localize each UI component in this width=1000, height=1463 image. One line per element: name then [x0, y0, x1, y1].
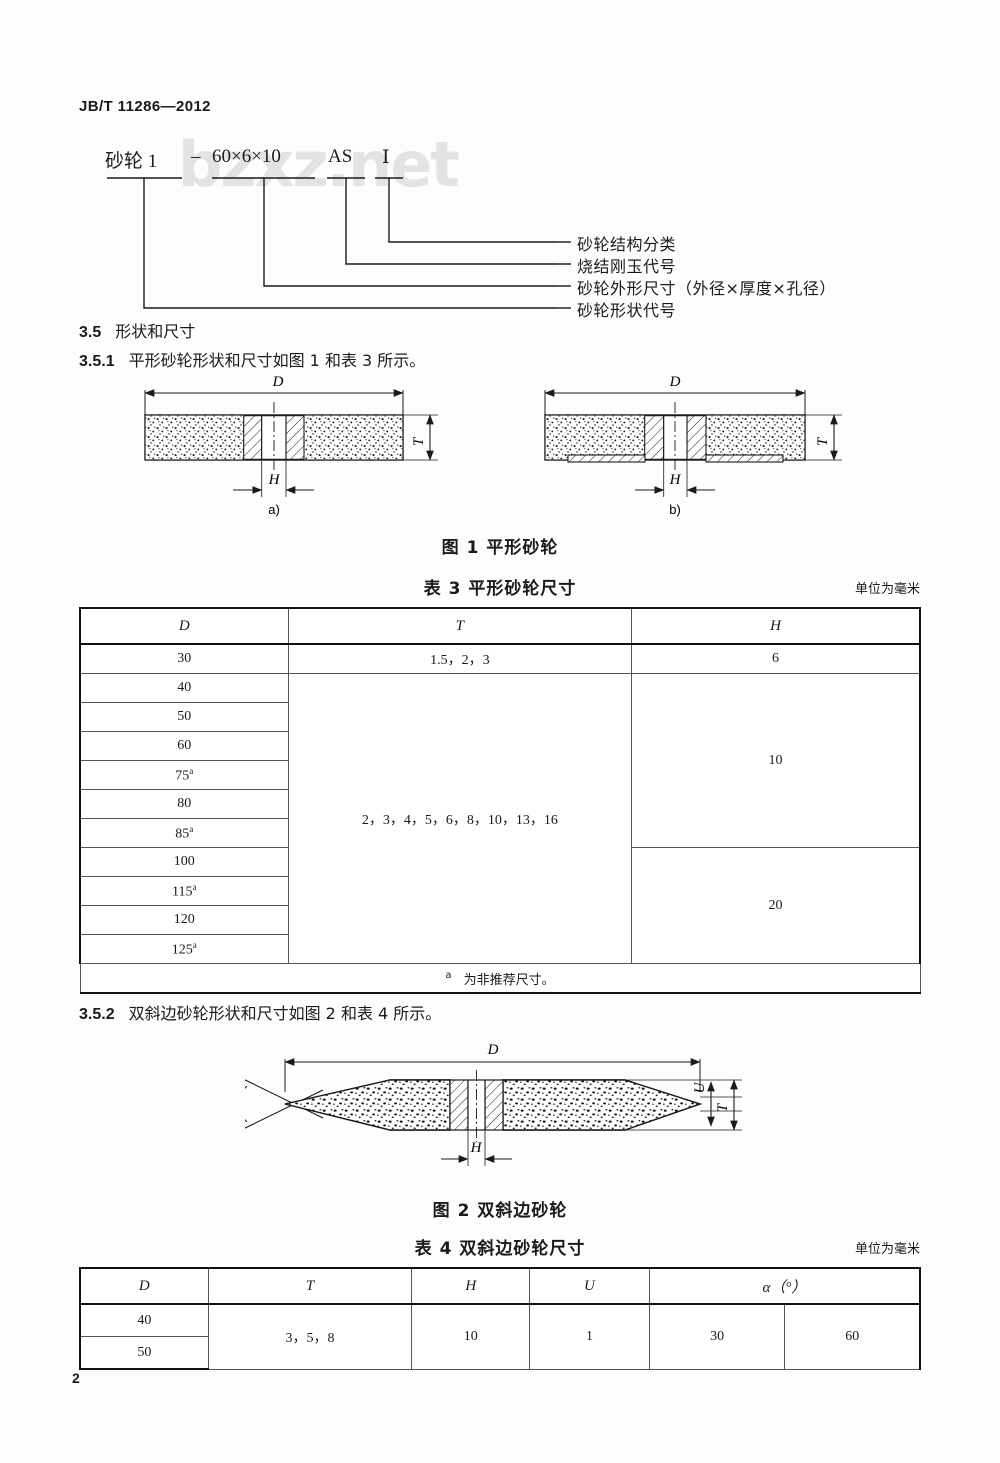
table-3-cell-D-8: 115a [78, 876, 289, 906]
table-3-cell-D-9: 120 [78, 905, 289, 935]
clause-3-5-1: 3.5.1 平形砂轮形状和尺寸如图 1 和表 3 所示。 [79, 347, 425, 371]
table-4-cell-D-1: 50 [78, 1336, 209, 1370]
figure-1-wheel-a: D T H a) [120, 372, 460, 522]
table-3-cell-D-1: 40 [78, 673, 289, 703]
figure-2-bevel-wheel: D α [245, 1042, 745, 1192]
designation-part-structure: Ⅰ [382, 147, 390, 168]
table-3-cell-H-group-0: 6 [631, 643, 922, 674]
fig1b-label-T: T [815, 436, 831, 446]
table-3-header-T: T [287, 607, 633, 645]
table-4-header-T: T [207, 1267, 413, 1305]
table-4-header-U: U [529, 1267, 650, 1305]
callout-outline-size: 砂轮外形尺寸（外径×厚度×孔径） [577, 279, 836, 298]
clause-3-5: 3.5 形状和尺寸 [79, 318, 195, 342]
designation-part-material: AS [328, 146, 353, 167]
fig1b-label-D: D [669, 374, 681, 390]
table-4-header-D: D [78, 1267, 209, 1305]
table-3-header-row: D T H [78, 607, 922, 645]
clause-3-5-number: 3.5 [79, 324, 102, 341]
clause-3-5-2-text: 双斜边砂轮形状和尺寸如图 2 和表 4 所示。 [128, 1004, 442, 1023]
table-4-cell-D-0: 40 [78, 1303, 209, 1337]
table-4-cell-U: 1 [529, 1303, 650, 1370]
fig1b-subcaption: b) [669, 502, 681, 517]
table-4-cell-H: 10 [411, 1303, 531, 1370]
clause-3-5-1-number: 3.5.1 [79, 353, 115, 370]
table-row: 125a [78, 934, 920, 964]
table-3-cell-D-2: 50 [78, 702, 289, 732]
table-3-cell-D-4: 75a [78, 760, 289, 790]
table-3-cell-D-0: 30 [78, 643, 289, 674]
table-3-flat-wheel-dimensions: D T H 30 1.5，2，3 6 40 2，3，4，5，6，8，10，13，… [78, 607, 922, 994]
standard-number-header: JB/T 11286—2012 [79, 98, 211, 115]
table-3-cell-D-6: 85a [78, 818, 289, 848]
table-4-bevel-wheel-dimensions: D T H U α（°） 40 3，5，8 10 1 30 60 50 [78, 1267, 922, 1370]
table-4-header-row: D T H U α（°） [78, 1267, 921, 1305]
figure-1-caption: 图 1 平形砂轮 [441, 538, 559, 558]
table-3-cell-T-group-1: 2，3，4，5，6，8，10，13，16 [287, 673, 633, 964]
designation-part-shape: 砂轮 1 [105, 151, 158, 172]
clause-3-5-1-text: 平形砂轮形状和尺寸如图 1 和表 3 所示。 [128, 351, 426, 370]
table-4-cell-alpha-60: 60 [784, 1303, 922, 1370]
fig1a-subcaption: a) [268, 502, 280, 517]
table-row: 100 20 [78, 847, 922, 964]
fig1b-label-H: H [669, 472, 682, 488]
table-4-cell-alpha-30: 30 [648, 1303, 786, 1370]
fig1a-label-H: H [268, 472, 281, 488]
table-4-units: 单位为毫米 [854, 1242, 920, 1257]
table-row: 75a [78, 760, 920, 790]
table-row: 115a [78, 876, 920, 906]
callout-corundum-code: 烧结刚玉代号 [577, 257, 677, 276]
designation-part-dash: – [191, 146, 201, 167]
figure-1-wheel-b: D T H b) [510, 372, 855, 522]
table-3-cell-T-group-0: 1.5，2，3 [287, 643, 633, 674]
clause-3-5-2-number: 3.5.2 [79, 1006, 115, 1023]
table-row: 30 1.5，2，3 6 [78, 643, 922, 674]
table-row: 50 [78, 1336, 920, 1370]
callout-shape-code: 砂轮形状代号 [577, 301, 677, 320]
callout-structure-class: 砂轮结构分类 [577, 235, 677, 254]
table-4-header-H: H [411, 1267, 531, 1305]
fig1a-label-T: T [411, 436, 427, 446]
fig2-label-T: T [715, 1102, 731, 1112]
table-row: 50 [78, 702, 920, 732]
table-4-cell-T: 3，5，8 [207, 1303, 413, 1370]
table-row: 40 3，5，8 10 1 30 60 [78, 1303, 922, 1370]
table-3-caption: 表 3 平形砂轮尺寸 [423, 579, 577, 599]
table-3-cell-D-7: 100 [78, 847, 289, 877]
fig2-label-D: D [487, 1042, 499, 1058]
table-row: 85a [78, 818, 920, 848]
table-3-units: 单位为毫米 [854, 582, 920, 597]
table-3-cell-D-5: 80 [78, 789, 289, 819]
table-row: 60 [78, 731, 920, 761]
designation-leader-lines [107, 177, 571, 309]
fig1a-label-D: D [272, 374, 284, 390]
page-number: 2 [72, 1370, 80, 1386]
table-row: 40 2，3，4，5，6，8，10，13，16 10 [78, 673, 922, 964]
figure-2-caption: 图 2 双斜边砂轮 [432, 1201, 568, 1221]
fig2-label-U: U [692, 1081, 708, 1093]
table-3-cell-H-group-1: 10 [631, 673, 922, 848]
clause-3-5-2: 3.5.2 双斜边砂轮形状和尺寸如图 2 和表 4 所示。 [79, 1000, 441, 1024]
table-3-cell-H-group-2: 20 [631, 847, 922, 964]
table-4-caption: 表 4 双斜边砂轮尺寸 [414, 1239, 586, 1259]
designation-diagram: 砂轮 1 – 60×6×10 AS Ⅰ 砂轮结构分类 烧结刚玉代号 砂轮外形尺寸… [79, 140, 939, 320]
table-3-cell-D-10: 125a [78, 934, 289, 964]
table-4-header-alpha: α（°） [648, 1267, 921, 1305]
clause-3-5-title: 形状和尺寸 [115, 322, 196, 341]
designation-part-size: 60×6×10 [212, 146, 281, 167]
table-3-header-D: D [78, 607, 289, 645]
fig2-label-H: H [470, 1140, 483, 1156]
table-3-header-H: H [631, 607, 922, 645]
table-3-cell-D-3: 60 [78, 731, 289, 761]
